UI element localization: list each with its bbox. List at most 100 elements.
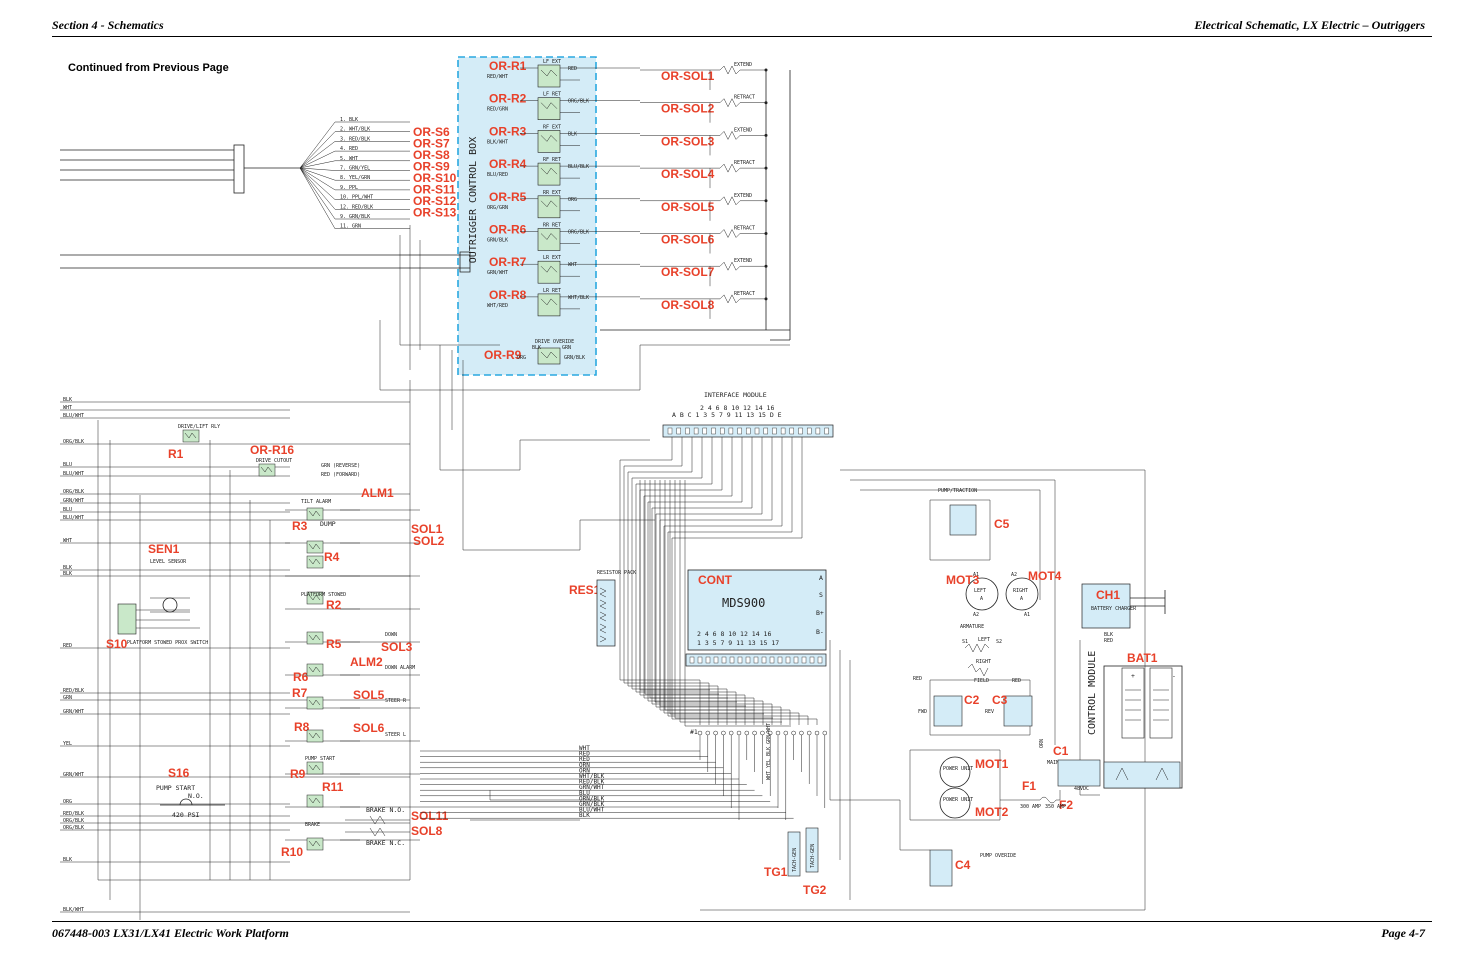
- or-relay-contact: [540, 135, 558, 142]
- s16-contact: N.O.: [188, 792, 204, 800]
- or-relay-contact: [540, 102, 558, 110]
- r9-wire-grnblk: GRN/BLK: [564, 355, 585, 361]
- lower-connector-pin: [760, 730, 765, 736]
- ladder-component-label: ALM2: [350, 655, 383, 669]
- or-relay-tag: LR RET: [543, 288, 561, 294]
- or-solenoid-wire: [640, 233, 766, 254]
- interface-pin: [728, 427, 734, 435]
- or-relay-coil: [537, 64, 561, 88]
- c5-label: C5: [994, 517, 1010, 531]
- tach-wire-colors: WHT YEL BLK GRN/WHT: [766, 723, 772, 780]
- dump-tag: DUMP: [320, 520, 336, 528]
- or-solenoid-tag: EXTEND: [734, 62, 752, 68]
- lower-connector: [697, 730, 828, 820]
- or-relay-label: OR-R4: [489, 157, 527, 171]
- controller-pin: [761, 656, 767, 664]
- interface-pin: [693, 427, 699, 435]
- or-solenoid-tag: RETRACT: [734, 291, 755, 297]
- harness-fan-wire: [299, 141, 410, 169]
- controller-pin: [697, 656, 703, 664]
- ladder-relay: [306, 555, 324, 569]
- lower-connector-pin: [806, 730, 812, 736]
- switch-wire-label: 8. YEL/GRN: [340, 175, 370, 181]
- or-solenoid-coil: [719, 196, 741, 206]
- or-switch-label: OR-S7: [413, 137, 450, 151]
- or-relay-in-wire: ORG/GRN: [487, 205, 508, 211]
- or-solenoid-coil: [719, 261, 741, 271]
- interface-pin: [746, 427, 751, 435]
- or-r9-relay: OR-R9 DRIVE OVERIDE BLK GRN ORG GRN/BLK: [484, 339, 585, 365]
- ladder-component-label: R10: [281, 845, 303, 859]
- or-relay-in-wire: BLU/RED: [487, 172, 508, 178]
- ladder-component-label: SOL3: [381, 640, 413, 654]
- switch-harness: [60, 121, 410, 229]
- c1-contactor: [1057, 759, 1101, 787]
- or-solenoid-wire: [640, 200, 766, 221]
- harness-fan-wire: [299, 167, 410, 171]
- ladder-relay: [258, 463, 276, 477]
- mot1-label: MOT1: [975, 757, 1009, 771]
- or-relay-wire: [520, 296, 640, 310]
- left-wire-label: BLK: [63, 571, 72, 577]
- left-wire-label: GRN/WHT: [63, 772, 84, 778]
- ch1-text: BATTERY CHARGER: [1091, 606, 1137, 612]
- tach-generators: WHT YEL BLK GRN/WHT TACH-GEN TACH-GEN TG…: [764, 723, 827, 897]
- ladder-relay-contact: [308, 594, 321, 601]
- r9-wire-blk: BLK: [532, 345, 541, 351]
- armature-label: ARMATURE: [960, 624, 984, 630]
- left-wire-label: RED/BLK: [63, 811, 84, 817]
- ladder-component-label: R6: [293, 670, 309, 684]
- field-label: FIELD: [974, 678, 989, 684]
- lower-connector-pin: [697, 730, 703, 736]
- ladder-relay-contact: [308, 732, 321, 739]
- harness-fan-wire: [299, 167, 410, 191]
- switch-wire-label: 9. PPL: [340, 185, 358, 191]
- ladder-component-label: OR-R16: [250, 443, 294, 457]
- s16-pressure: 420 PSI: [172, 811, 199, 819]
- left-wire-label: ORG/BLK: [63, 825, 84, 831]
- or-relay-contact: [540, 200, 558, 208]
- page-number: Page 4-7: [1381, 926, 1425, 940]
- harness-wire-color: GRN/WHT: [579, 784, 605, 791]
- controller-pin: [769, 656, 775, 664]
- or-relay-label: OR-R6: [489, 223, 527, 237]
- left-wire-label: BLK: [63, 397, 72, 403]
- or-relay-wire: [520, 231, 640, 244]
- ladder-relay: [182, 429, 200, 443]
- or-solenoid-tag: RETRACT: [734, 226, 755, 232]
- controller-pin: [745, 656, 751, 664]
- ladder-relay: [306, 507, 324, 521]
- ch1-charger: [1081, 583, 1131, 629]
- ch1-red: RED: [1104, 638, 1113, 644]
- mot2-label: MOT2: [975, 805, 1009, 819]
- or-relay-coil: [537, 260, 561, 284]
- or-solenoid-label: OR-SOL2: [661, 102, 715, 116]
- or-relay-contact: [540, 167, 558, 175]
- or-relay-in-wire: BLK/WHT: [487, 139, 508, 145]
- interface-module: INTERFACE MODULE 2 4 6 8 10 12 14 16 A B…: [662, 391, 834, 438]
- or-switch-label: OR-S6: [413, 125, 450, 139]
- or-relay-in-wire: GRN/WHT: [487, 270, 508, 276]
- interface-pin: [780, 427, 786, 435]
- steer-r-tag: STEER R: [385, 698, 407, 704]
- ch1-label: CH1: [1096, 588, 1120, 602]
- bus-line: [679, 480, 782, 723]
- motor-controller: CONT MDS900 A S B+ B- 2 4 6 8 10 12 14 1…: [685, 569, 827, 667]
- or-solenoid-label: OR-SOL3: [661, 134, 715, 148]
- ladder-relay-contact: [308, 634, 321, 641]
- left-wire-label: BLU/WHT: [63, 515, 84, 521]
- field-right: RIGHT: [976, 659, 991, 665]
- s10-prox-switch: [117, 603, 137, 635]
- or-relay-out-wire: ORG/BLK: [568, 230, 589, 236]
- cont-label: CONT: [698, 573, 733, 587]
- lower-connector-pin: [721, 730, 726, 736]
- switch-wire-label: 1. BLK: [340, 117, 358, 123]
- brake-contacts: BRAKE N.O. BRAKE N.C.: [345, 806, 410, 847]
- or-solenoid-label: OR-SOL4: [661, 167, 715, 181]
- bus-line: [651, 437, 773, 725]
- or-relay-label: OR-R7: [489, 255, 527, 269]
- or-relay-wire: [520, 133, 640, 146]
- ladder-component-label: SOL5: [353, 688, 385, 702]
- or-relay-contact: [540, 233, 558, 240]
- ladder-relay: [306, 696, 324, 710]
